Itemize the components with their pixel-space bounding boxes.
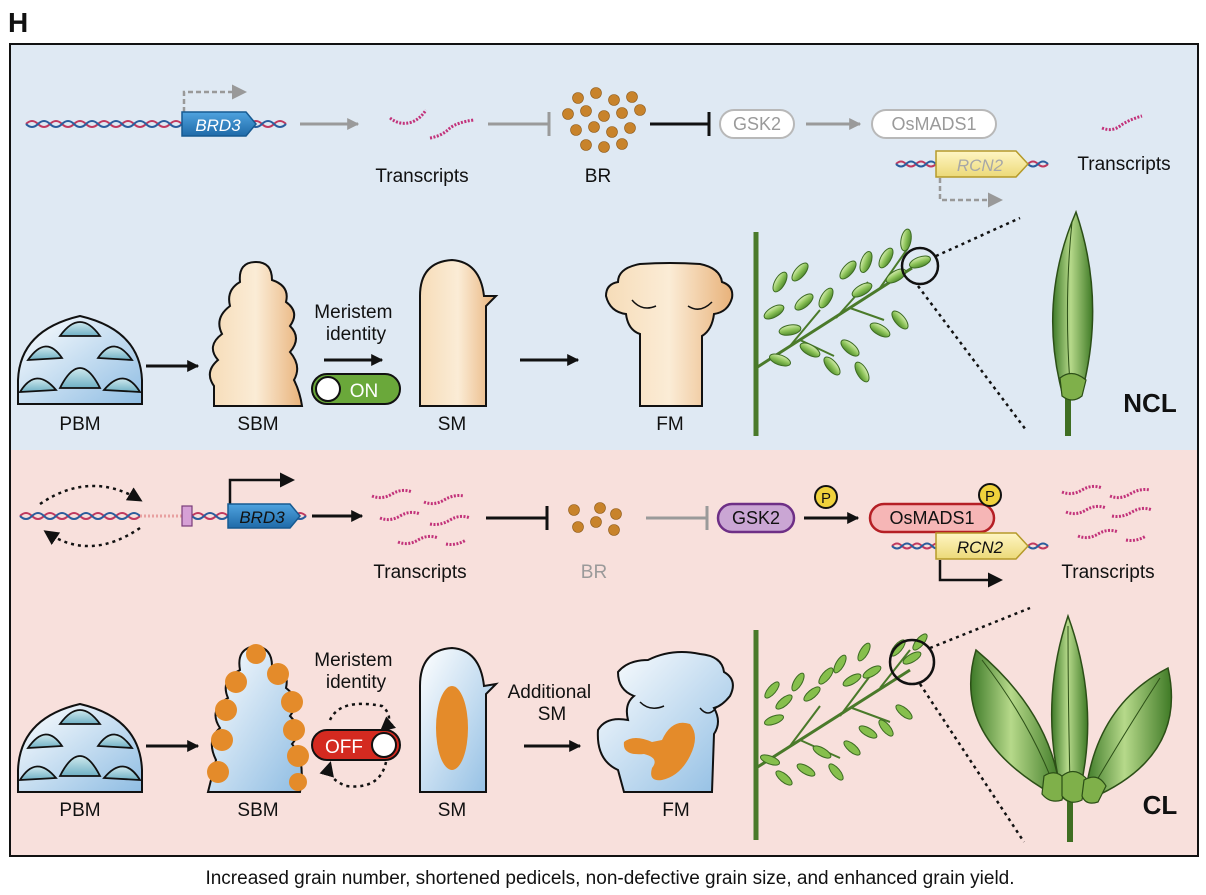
ncl-fm-shape [604,262,734,407]
ncl-osmads1-pill [871,109,997,139]
cl-phospho-osmads1 [978,483,1002,507]
ncl-group-label: NCL [1123,388,1177,418]
cl-meristem-identity-line1: Meristem [314,650,392,671]
cl-switch-loop-bottom [319,761,388,788]
cl-gsk2-pill [716,502,796,534]
cl-additional-sm-line1: Additional [508,682,591,703]
ncl-pbm-shape [17,314,143,405]
cl-switch-label: OFF [325,737,363,758]
cl-spikelet-highlight-circle [888,638,936,686]
cl-additional-sm-label: Additional SM [508,682,597,725]
cl-pbm-label: PBM [59,800,100,821]
ncl-sm-label: SM [438,414,467,435]
ncl-osmads1-label: OsMADS1 [891,114,976,134]
ncl-rcn2-dna [895,160,1049,168]
cl-insertion-marker [181,505,193,527]
ncl-background [10,44,1198,450]
ncl-panicle-branch [753,228,940,436]
cl-transcripts2-icon [1061,484,1153,542]
ncl-brd3-gene-box [181,111,257,137]
ncl-gsk2-pill [719,109,795,139]
cl-rcn2-dna [891,542,1049,550]
ncl-pbm-label: PBM [59,414,100,435]
cl-brd3-gene-box [227,503,301,529]
ncl-dna-strand [25,120,287,128]
cl-pathway: BRD3 Transcripts BR GSK2 P OsMADS1 P [19,472,1155,588]
ncl-rcn2-gene-box [935,150,1030,178]
ncl-brd3-label: BRD3 [195,116,241,135]
cl-pbm-shape [17,702,143,793]
ncl-grain [1052,209,1094,436]
figure-frame [9,43,1199,857]
ncl-rcn2-label: RCN2 [957,156,1004,175]
ncl-transcripts2-label: Transcripts [1077,154,1170,175]
ncl-zoom-line-top [935,216,1021,258]
ncl-pathway: BRD3 Transcripts BR GSK2 OsMADS1 [25,84,1171,208]
cl-gsk2-label: GSK2 [732,508,780,528]
cl-switch-off: OFF [311,729,401,761]
cl-br-label: BR [581,562,607,583]
ncl-transcripts-label: Transcripts [375,166,468,187]
cl-rcn2-label: RCN2 [957,538,1004,557]
cl-group-label: CL [1143,790,1178,820]
ncl-sbm-shape [208,260,304,407]
cl-promoter-arrow [228,472,295,504]
cl-brd3-label: BRD3 [239,508,285,527]
ncl-sbm-label: SBM [237,414,278,435]
cl-sm-orange-domain [436,686,468,770]
cl-br-dots [568,502,622,536]
cl-sm-label: SM [438,800,467,821]
cl-panicle-branch [753,630,936,840]
panel-label: H [8,7,28,38]
ncl-zoom-line-bottom [917,285,1027,431]
ncl-development: PBM SBM Meristem identity ON SM FM [17,209,1177,436]
figure-caption: Increased grain number, shortened pedice… [205,868,1014,889]
cl-fm-label: FM [662,800,689,821]
cl-fm-shape [596,651,734,793]
cl-transcripts-label: Transcripts [373,562,466,583]
cl-osmads1-pill [868,502,996,534]
cl-rcn2-gene-box [935,532,1030,560]
ncl-br-label: BR [585,166,611,187]
ncl-gsk2-label: GSK2 [733,114,781,134]
cl-additional-sm-line2: SM [538,704,567,725]
cl-osmads1-label: OsMADS1 [889,508,974,528]
ncl-sm-shape [419,258,499,407]
ncl-promoter-arrow [182,84,247,112]
cl-phospho-label-1: P [821,490,831,507]
cl-sbm-shape [206,644,309,793]
cl-grain-cluster [969,613,1173,842]
ncl-br-dots [562,87,646,153]
cl-switch-loop-top [328,702,396,732]
cl-transcripts-icon [371,488,471,546]
cl-development: PBM SBM Meristem identity [17,606,1178,843]
cl-meristem-identity-line2: identity [326,672,387,693]
cl-transcripts2-label: Transcripts [1061,562,1154,583]
cl-rcn2-promoter-arrow [938,560,1003,588]
cl-meristem-identity-label: Meristem identity [314,650,397,693]
cl-sbm-label: SBM [237,800,278,821]
ncl-transcripts-icon [389,109,475,140]
ncl-transcript2-icon [1101,114,1143,132]
cl-phospho-label-2: P [985,488,995,505]
ncl-switch-label: ON [350,381,379,402]
cl-phospho-gsk2 [814,485,838,509]
ncl-meristem-identity-line1: Meristem [314,302,392,323]
ncl-meristem-identity-label: Meristem identity [314,302,397,345]
ncl-fm-label: FM [656,414,683,435]
ncl-meristem-identity-line2: identity [326,324,387,345]
ncl-spikelet-highlight-circle [900,246,940,286]
ncl-switch-on: ON [311,373,401,405]
